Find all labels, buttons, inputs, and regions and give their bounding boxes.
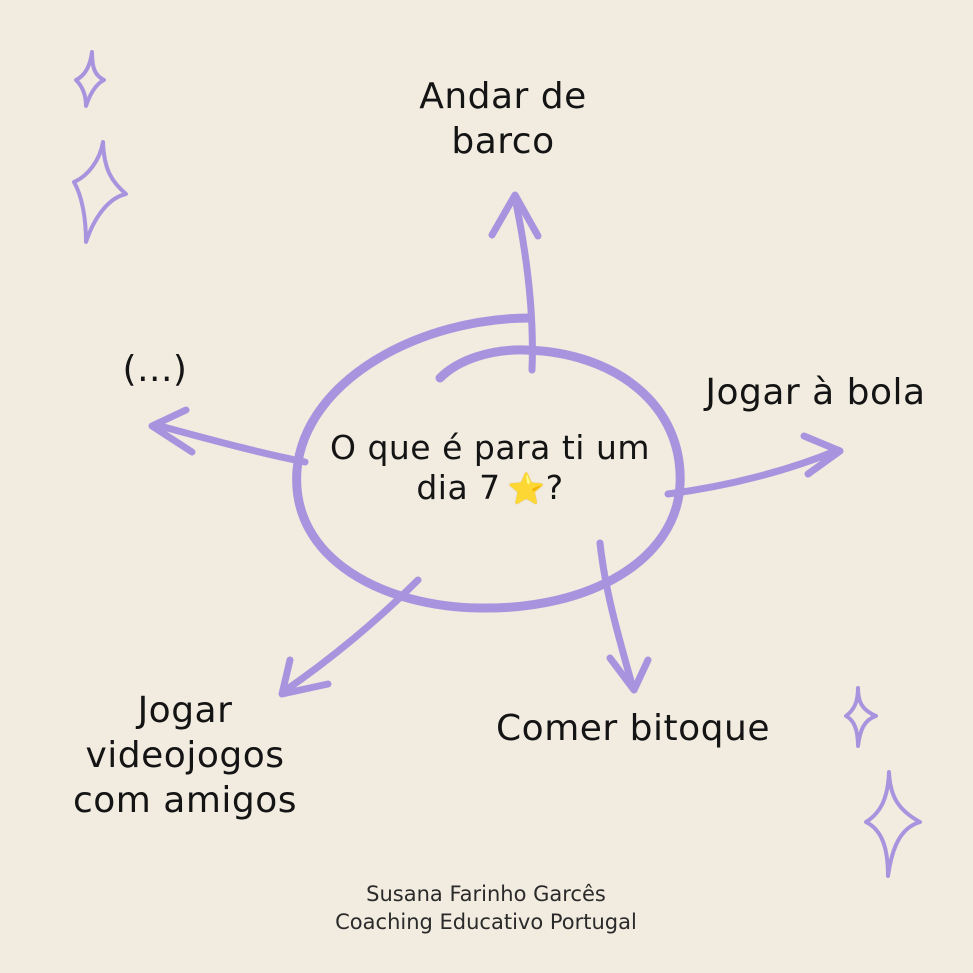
center-question-text: O que é para ti um dia 7 bbox=[329, 428, 651, 507]
footer-author: Susana Farinho Garcês bbox=[366, 882, 606, 906]
branch-label-left: (...) bbox=[122, 349, 188, 390]
sparkle-icon bbox=[74, 50, 106, 108]
center-ellipse bbox=[292, 313, 685, 613]
center-question-suffix: ? bbox=[545, 468, 564, 507]
star-emoji-icon: ⭐ bbox=[507, 472, 546, 507]
sparkle-icon bbox=[72, 140, 128, 244]
sparkle-icon bbox=[844, 686, 878, 748]
arrow-left bbox=[148, 406, 309, 466]
branch-label-top: Andar de barco bbox=[419, 76, 587, 162]
center-question: O que é para ti um dia 7 ⭐? bbox=[300, 428, 680, 510]
arrow-right bbox=[664, 432, 844, 498]
sparkle-icon bbox=[864, 770, 922, 878]
branch-label-right: Jogar à bola bbox=[705, 372, 926, 413]
branch-label-bottom-left: Jogar videojogos com amigos bbox=[72, 690, 298, 821]
footer-organization: Coaching Educativo Portugal bbox=[335, 910, 637, 934]
footer-credits: Susana Farinho Garcês Coaching Educativo… bbox=[236, 880, 736, 936]
arrow-bottom-right bbox=[596, 539, 652, 694]
branch-label-bottom-right: Comer bitoque bbox=[496, 708, 770, 749]
arrow-bottom-left bbox=[278, 576, 422, 698]
arrow-top bbox=[488, 191, 542, 374]
